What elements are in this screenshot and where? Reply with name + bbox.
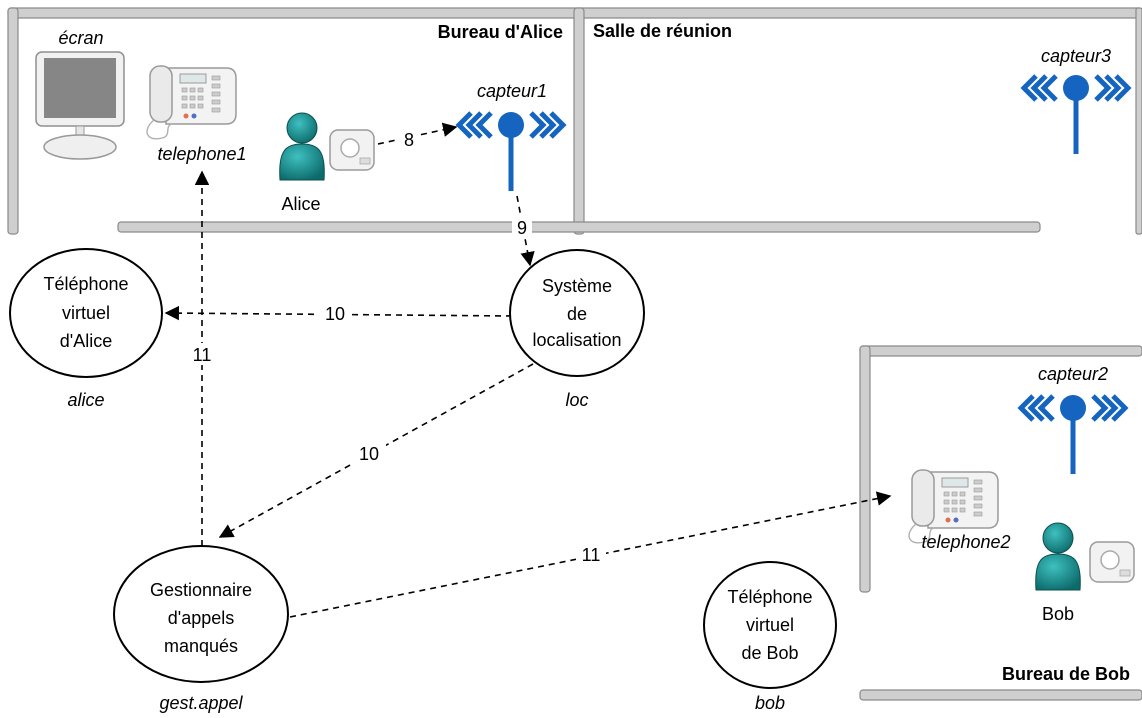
screen-label: écran xyxy=(58,28,103,48)
svg-text:d'appels: d'appels xyxy=(168,608,235,628)
node-id-alice: alice xyxy=(67,390,104,410)
svg-text:d'Alice: d'Alice xyxy=(60,331,112,351)
badge-icon xyxy=(329,129,375,171)
svg-text:de Bob: de Bob xyxy=(741,643,798,663)
sensor3-label: capteur3 xyxy=(1041,46,1111,66)
sensor1-label: capteur1 xyxy=(477,81,547,101)
person-label-bob: Bob xyxy=(1042,604,1074,624)
node-id-gest-appel: gest.appel xyxy=(159,693,243,713)
svg-text:de: de xyxy=(567,304,587,324)
node-alice-virtual-phone: Téléphone virtuel d'Alice xyxy=(9,248,163,378)
desk-phone-icon xyxy=(146,65,237,140)
svg-text:Gestionnaire: Gestionnaire xyxy=(150,580,252,600)
svg-text:Téléphone: Téléphone xyxy=(43,274,128,294)
edge-labels: 8 9 10 10 11 11 xyxy=(188,128,606,565)
arrow-loc-to-alice xyxy=(164,305,513,321)
edge-label-11-phone2: 11 xyxy=(582,545,601,565)
node-missed-call-manager: Gestionnaire d'appels manqués xyxy=(113,545,289,683)
wireless-sensor-icon xyxy=(1024,75,1128,154)
svg-text:virtuel: virtuel xyxy=(746,615,794,635)
svg-text:manqués: manqués xyxy=(164,636,238,656)
arrows xyxy=(164,122,892,618)
edge-label-11-phone1: 11 xyxy=(193,345,212,365)
monitor-icon xyxy=(35,51,125,160)
svg-text:localisation: localisation xyxy=(532,330,621,350)
wireless-sensor-icon xyxy=(459,112,563,191)
node-id-loc: loc xyxy=(565,390,588,410)
arrow-badge-to-sensor1 xyxy=(377,122,458,145)
svg-text:virtuel: virtuel xyxy=(62,303,110,323)
arrow-manager-to-phone2 xyxy=(289,491,892,618)
room-label-meeting-room: Salle de réunion xyxy=(593,21,732,41)
badge-icon xyxy=(1089,541,1135,583)
room-label-alice-office: Bureau d'Alice xyxy=(438,22,563,42)
node-location-system: Système de localisation xyxy=(509,249,645,377)
svg-text:Système: Système xyxy=(542,276,612,296)
phone1-label: telephone1 xyxy=(157,144,246,164)
edge-label-9: 9 xyxy=(517,218,527,238)
phone2-label: telephone2 xyxy=(921,532,1010,552)
walls xyxy=(7,7,1142,701)
wireless-sensor-icon xyxy=(1021,395,1125,474)
person-label-alice: Alice xyxy=(281,194,320,214)
person-icon xyxy=(279,112,325,181)
sensor2-label: capteur2 xyxy=(1038,364,1108,384)
edge-label-10-alice: 10 xyxy=(325,304,345,324)
edge-label-8: 8 xyxy=(404,130,414,150)
svg-text:Téléphone: Téléphone xyxy=(727,587,812,607)
edge-label-10-manager: 10 xyxy=(359,444,379,464)
node-id-bob: bob xyxy=(755,693,785,713)
room-label-bob-office: Bureau de Bob xyxy=(1002,664,1130,684)
node-bob-virtual-phone: Téléphone virtuel de Bob xyxy=(703,561,837,689)
person-icon xyxy=(1035,522,1081,591)
